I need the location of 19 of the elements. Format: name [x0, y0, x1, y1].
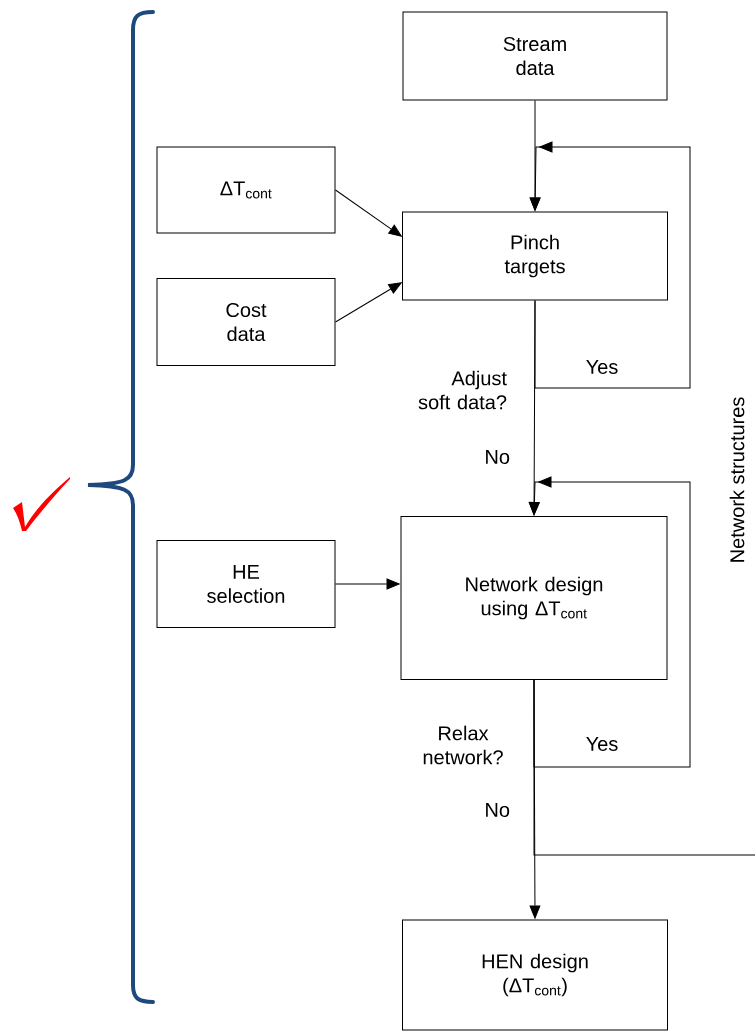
- process-box: Pinch targets: [402, 211, 668, 301]
- process-box: Stream data: [402, 11, 668, 101]
- process-box: HE selection: [156, 540, 336, 628]
- decision-label: No: [486, 450, 510, 464]
- arrow: [335, 578, 400, 590]
- arrow: [335, 189, 402, 237]
- process-box: HEN design (ΔT$_{cont}$): [402, 919, 668, 1031]
- edge-label: Yes: [584, 736, 620, 752]
- process-box: Network design using ΔT$_{cont}$: [400, 516, 668, 680]
- process-box: Cost data: [156, 278, 336, 366]
- arrow: [529, 476, 691, 768]
- decision-label: Relax network?: [423, 725, 503, 765]
- arrow: [335, 282, 402, 323]
- edge-label: Yes: [584, 359, 620, 375]
- arrow: [529, 141, 691, 389]
- decision-label: Adjust soft data?: [418, 370, 507, 410]
- axis-label: Network structures: [729, 397, 745, 562]
- process-box: ΔT$_{cont}$: [156, 146, 336, 234]
- decision-label: No: [486, 803, 510, 817]
